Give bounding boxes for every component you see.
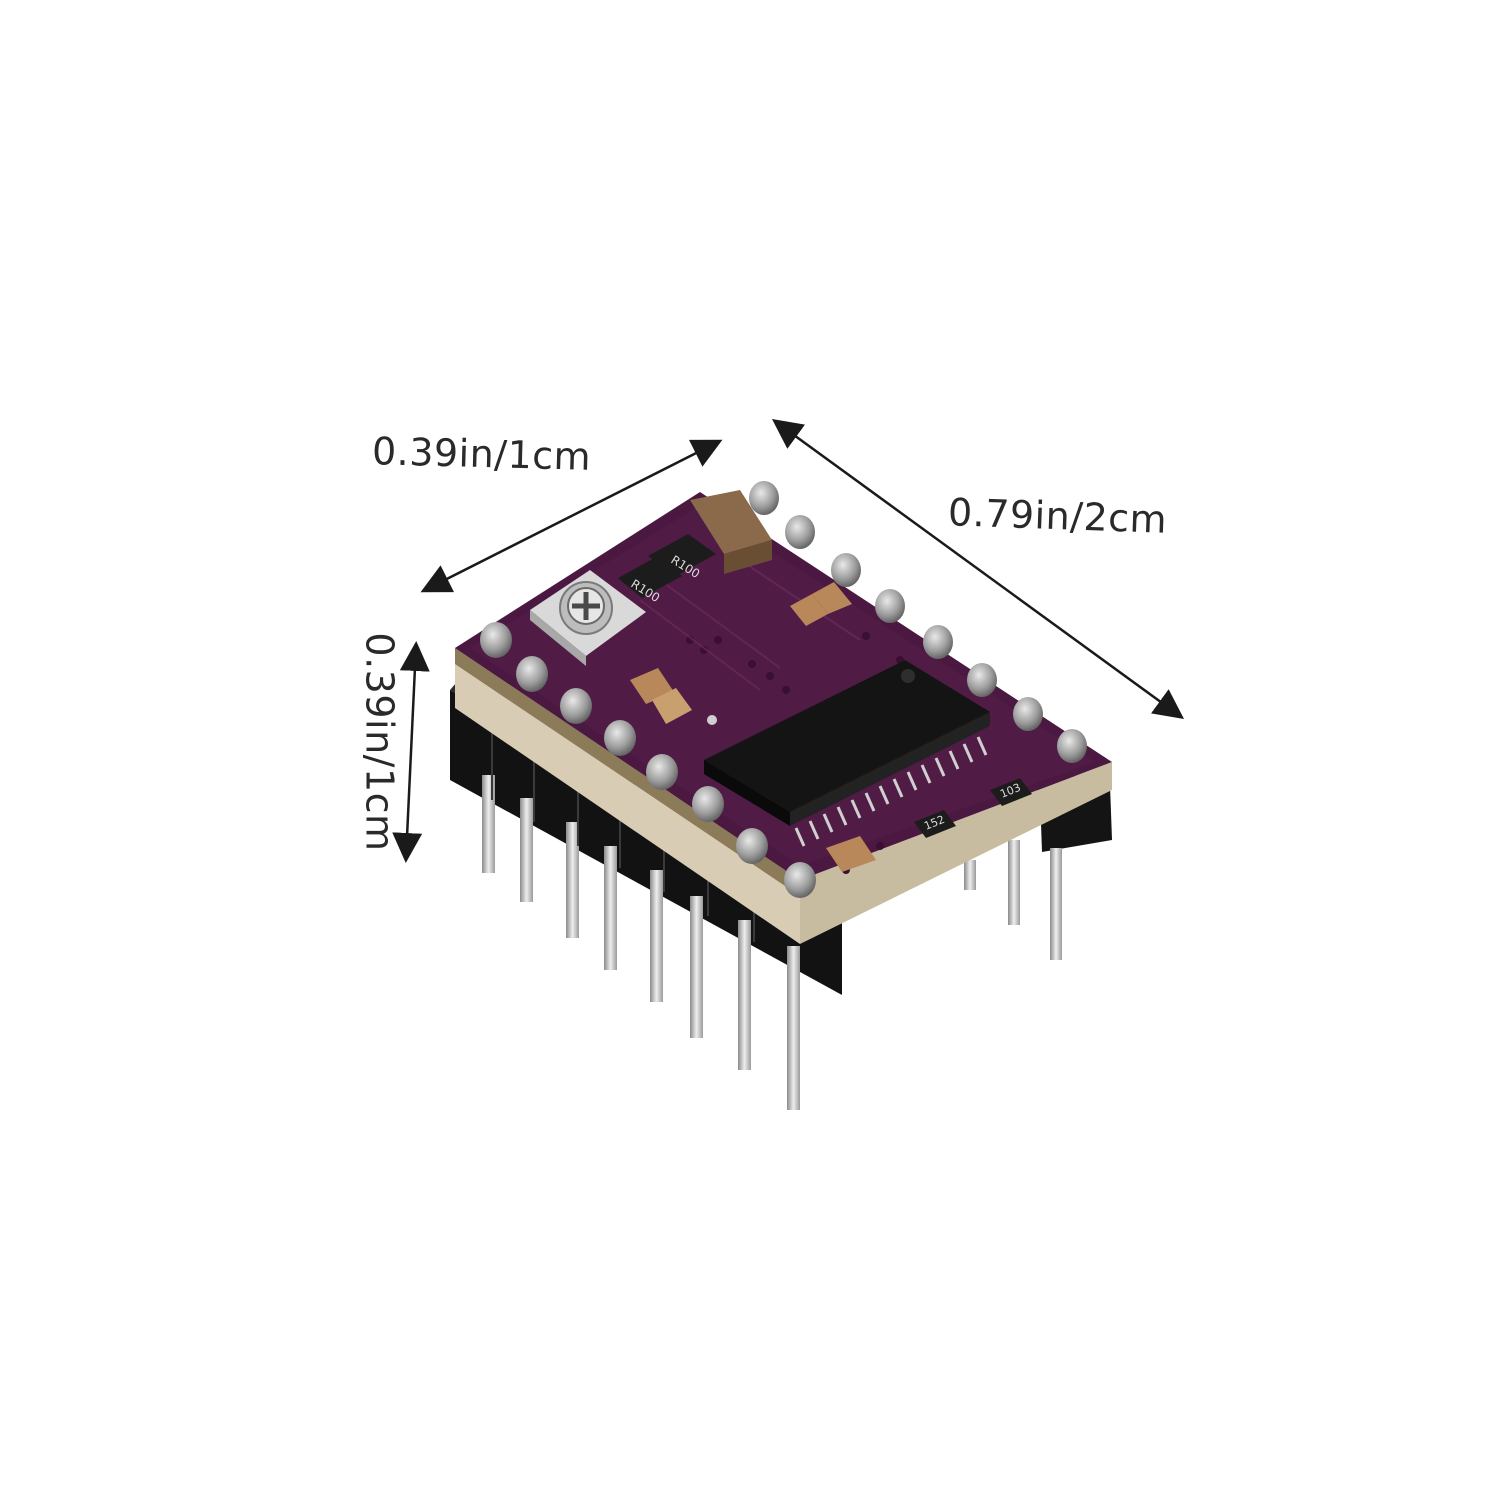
smd-resistors: 152 103 xyxy=(914,778,1032,838)
width-dimension-label: 0.39in/1cm xyxy=(371,429,592,479)
height-dimension-label: 0.39in/1cm xyxy=(357,632,402,852)
solder-joints-left xyxy=(480,622,816,898)
pcb-board xyxy=(455,492,1112,880)
potentiometer xyxy=(530,570,646,666)
length-arrow xyxy=(771,419,1185,719)
dimension-arrows xyxy=(392,419,1185,863)
pcb-edge xyxy=(455,648,1112,944)
length-dimension-label: 0.79in/2cm xyxy=(947,490,1168,542)
width-arrow xyxy=(420,439,723,593)
driver-chip xyxy=(704,660,990,847)
solder-joints-right xyxy=(749,481,1087,763)
sense-resistors: R100 R100 xyxy=(618,534,716,605)
height-arrow xyxy=(392,641,430,863)
capacitors xyxy=(630,490,876,872)
